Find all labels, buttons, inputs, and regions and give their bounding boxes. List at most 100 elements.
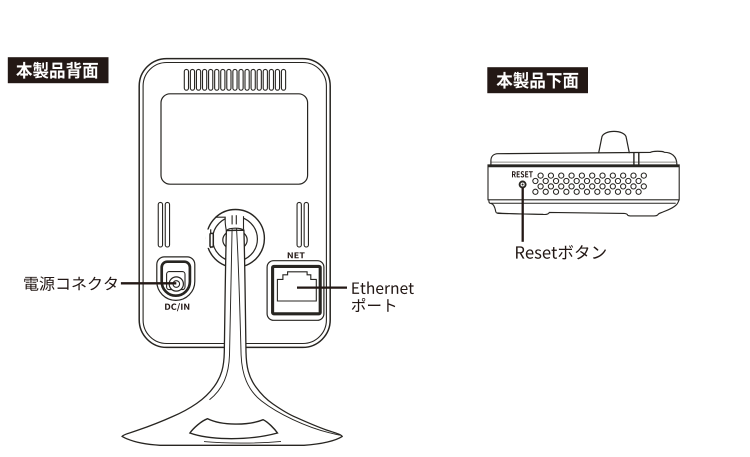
glyph-t xyxy=(551,247,558,259)
speaker-hole xyxy=(635,188,642,195)
mount-left-bracket xyxy=(209,232,215,248)
speaker-hole xyxy=(568,172,575,179)
top-strip xyxy=(490,150,678,165)
vent-slot xyxy=(280,68,287,91)
glyph-源 xyxy=(39,276,55,291)
speaker-hole xyxy=(594,177,601,185)
vent-slot xyxy=(201,68,208,91)
speaker-hole xyxy=(589,172,596,179)
ethernet-port xyxy=(266,260,325,321)
speaker-hole xyxy=(532,188,539,195)
glyph-n xyxy=(391,285,399,294)
speaker-hole xyxy=(563,188,570,195)
base-shadow-line xyxy=(203,440,282,444)
vent-slot xyxy=(183,68,190,91)
glyph-製 xyxy=(513,71,529,89)
side-vent-slots xyxy=(157,201,309,248)
glyph-e xyxy=(542,249,551,259)
bottom-strip xyxy=(488,199,680,217)
speaker-hole xyxy=(599,172,606,179)
glyph-N xyxy=(184,303,190,310)
speaker-hole xyxy=(625,177,632,185)
speaker-hole xyxy=(620,183,627,190)
net-marking xyxy=(287,252,305,259)
glyph-ネ xyxy=(72,276,86,291)
speaker-hole xyxy=(542,177,549,185)
glyph-面 xyxy=(563,72,579,89)
glyph-t xyxy=(360,283,366,295)
label-area xyxy=(160,93,309,185)
speaker-hole xyxy=(630,172,637,179)
speaker-hole xyxy=(537,172,544,179)
speaker-hole xyxy=(620,172,627,179)
speaker-hole xyxy=(573,177,580,185)
back-view-diagram xyxy=(121,57,344,446)
glyph-E xyxy=(352,282,360,294)
dc-in-connector xyxy=(156,256,196,302)
glyph-/ xyxy=(176,303,181,312)
net-port-jack-cavity xyxy=(276,271,317,302)
speaker-hole xyxy=(609,183,616,190)
top-vent-slots xyxy=(183,68,287,91)
speaker-hole xyxy=(599,183,606,190)
dc-in-marking xyxy=(165,303,190,312)
glyph-e xyxy=(376,285,384,295)
speaker-hole xyxy=(614,177,622,185)
mount-collar-arc xyxy=(225,227,245,232)
speaker-hole xyxy=(609,172,616,179)
glyph-背 xyxy=(66,61,82,79)
back-title-box xyxy=(7,57,109,84)
speaker-hole xyxy=(640,183,647,190)
glyph-h xyxy=(367,281,375,294)
speaker-hole xyxy=(537,183,544,190)
vent-slot xyxy=(244,68,250,91)
glyph-ト xyxy=(387,299,396,312)
glyph-品 xyxy=(50,62,65,79)
glyph-ク xyxy=(88,276,101,291)
mount-top-notch xyxy=(225,214,244,231)
net-port-frame xyxy=(271,264,322,316)
bottom-view-diagram xyxy=(487,130,680,217)
net-port-outline xyxy=(266,260,325,321)
vent-slot xyxy=(220,68,226,91)
vent-slot xyxy=(189,68,196,91)
glyph-タ xyxy=(104,276,117,291)
back-title-text xyxy=(16,61,98,79)
speaker-hole xyxy=(583,188,591,195)
speaker-hole xyxy=(614,188,622,195)
speaker-hole xyxy=(635,177,642,185)
vent-slot xyxy=(256,68,262,91)
glyph-コ xyxy=(57,278,69,290)
speaker-hole xyxy=(594,188,601,195)
stand xyxy=(121,227,344,446)
bottom-panel-rect xyxy=(487,164,680,201)
speaker-hole xyxy=(589,183,596,190)
glyph-e xyxy=(400,285,408,295)
vent-slot xyxy=(238,68,244,91)
glyph-C xyxy=(171,303,177,310)
vent-slot xyxy=(214,68,220,91)
glyph-本 xyxy=(16,61,33,79)
stand-neck-highlight-right xyxy=(236,227,340,436)
dc-in-outline-outer xyxy=(156,256,196,302)
glyph-面 xyxy=(82,62,98,79)
vent-slot xyxy=(268,68,275,91)
glyph-E xyxy=(516,171,520,178)
glyph-s xyxy=(534,249,542,259)
bottom-view-title xyxy=(487,67,588,94)
side-vent-slot xyxy=(157,201,164,248)
speaker-hole xyxy=(640,172,647,179)
speaker-hole xyxy=(583,177,591,185)
speaker-hole xyxy=(552,177,560,185)
speaker-holes xyxy=(532,172,647,195)
glyph-t xyxy=(408,283,414,295)
reset-hole xyxy=(518,180,527,189)
vent-slot xyxy=(208,68,214,91)
left-foot-edge xyxy=(497,212,544,215)
glyph-E xyxy=(525,171,529,178)
side-vent-slot xyxy=(303,201,309,248)
speaker-hole xyxy=(547,183,555,190)
vent-slot xyxy=(195,68,202,91)
speaker-hole xyxy=(578,183,586,190)
